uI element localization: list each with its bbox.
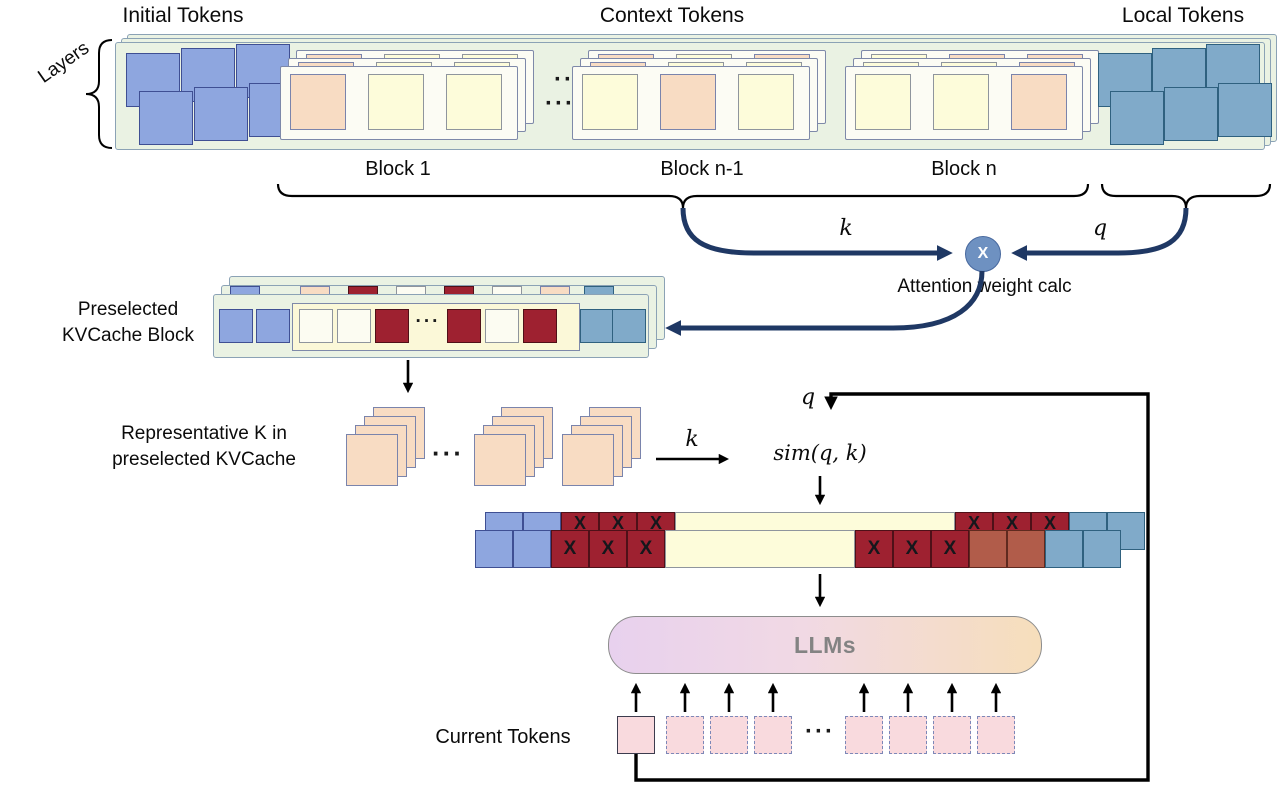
row-token (1083, 530, 1121, 568)
local-token (1110, 91, 1164, 145)
block1-label: Block 1 (365, 158, 431, 180)
representative-label-line1: Representative K in (121, 423, 287, 444)
local-token (1164, 87, 1218, 141)
masked-token: X (855, 530, 893, 568)
context-tokens-label: Context Tokens (599, 4, 745, 27)
preselected-token (256, 309, 290, 343)
representative-label-line2: preselected KVCache (112, 449, 296, 470)
row-token (1045, 530, 1083, 568)
masked-token: X (589, 530, 627, 568)
current-token-future (977, 716, 1015, 754)
row-token (475, 530, 513, 568)
blocks-ellipsis-top: ·· (554, 66, 574, 93)
local-token (1218, 83, 1272, 137)
blockn1-label: Block n-1 (660, 158, 744, 180)
sim-formula: sim(q, k) (773, 441, 867, 465)
q-label-mid: q (800, 385, 816, 410)
current-token-future (710, 716, 748, 754)
context-brace (276, 183, 1090, 209)
preselected-token (447, 309, 481, 343)
current-token-future (666, 716, 704, 754)
rep-key-token (474, 434, 526, 486)
masked-token-brown (1007, 530, 1045, 568)
blocks-ellipsis-bottom: ··· (545, 90, 575, 117)
preselected-token (612, 309, 646, 343)
masked-token: X (627, 530, 665, 568)
local-brace (1100, 183, 1272, 209)
preselected-token (580, 309, 614, 343)
context-token (446, 74, 502, 130)
current-token-future (933, 716, 971, 754)
context-token (738, 74, 794, 130)
rep-ellipsis: ··· (432, 438, 464, 468)
context-token (582, 74, 638, 130)
rep-key-token (562, 434, 614, 486)
masked-token-brown (969, 530, 1007, 568)
attention-caption: Attention weight calc (897, 276, 1072, 297)
layers-label: Layers (34, 37, 94, 88)
context-token (290, 74, 346, 130)
initial-token (194, 87, 248, 141)
preselected-token (375, 309, 409, 343)
row-token (513, 530, 551, 568)
k-label-mid: k (685, 427, 699, 452)
context-token (855, 74, 911, 130)
preselected-token (485, 309, 519, 343)
masked-token: X (893, 530, 931, 568)
context-token (1011, 74, 1067, 130)
context-token (660, 74, 716, 130)
kept-token-span (665, 530, 855, 568)
initial-token (139, 91, 193, 145)
masked-token: X (551, 530, 589, 568)
preselected-token (523, 309, 557, 343)
current-token (617, 716, 655, 754)
multiply-node-icon: X (965, 236, 1001, 272)
k-label-top: k (839, 216, 853, 241)
preselected-label-line1: Preselected (77, 299, 179, 320)
current-token-future (754, 716, 792, 754)
k-arrow (680, 207, 953, 262)
preselected-token (337, 309, 371, 343)
context-token (368, 74, 424, 130)
masked-token: X (931, 530, 969, 568)
current-token-future (889, 716, 927, 754)
current-token-future (845, 716, 883, 754)
current-ellipsis: ··· (805, 718, 835, 745)
local-tokens-label: Local Tokens (1121, 4, 1245, 27)
q-label-top: q (1092, 216, 1108, 241)
preselected-ellipsis: ··· (415, 311, 441, 332)
rep-key-token (346, 434, 398, 486)
preselected-token (299, 309, 333, 343)
preselected-token (219, 309, 253, 343)
initial-tokens-label: Initial Tokens (122, 4, 244, 27)
context-token (933, 74, 989, 130)
current-tokens-label: Current Tokens (435, 726, 571, 748)
preselected-label-line2: KVCache Block (61, 325, 194, 346)
llm-pill: LLMs (608, 616, 1042, 674)
blockn-label: Block n (931, 158, 997, 180)
